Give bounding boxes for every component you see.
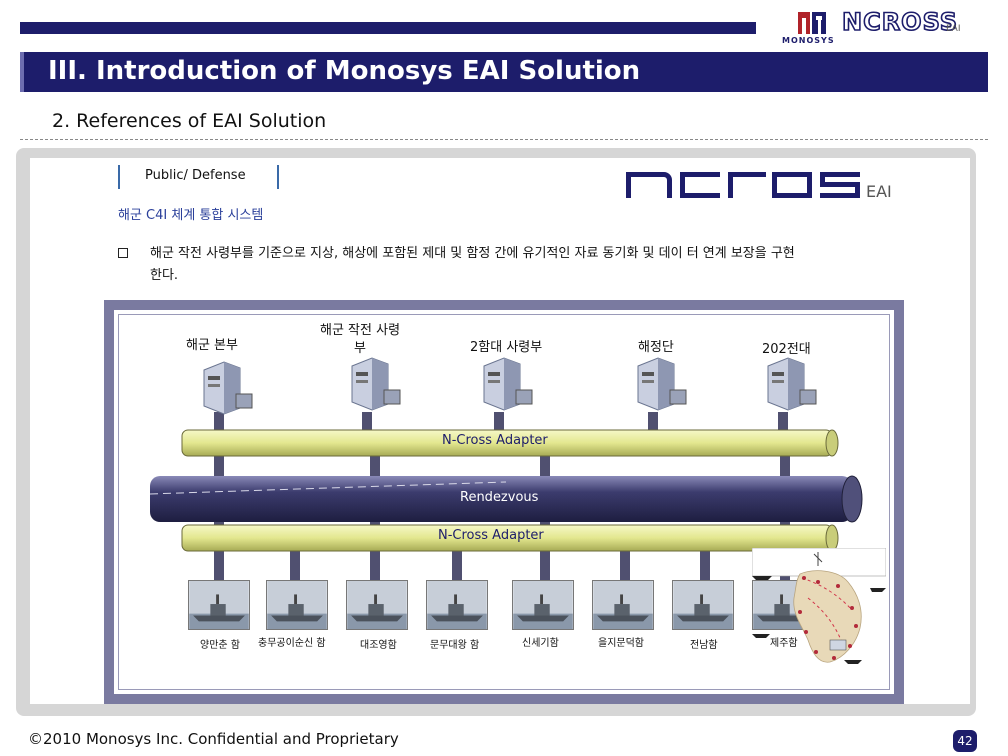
server-icon: [351, 357, 401, 411]
copyright-footer: ©2010 Monosys Inc. Confidential and Prop…: [28, 730, 399, 748]
connector-pillar: [648, 412, 658, 442]
top-adapter-label: N-Cross Adapter: [442, 433, 548, 448]
korea-map-illustration: [752, 548, 886, 664]
ship-label: 전남함: [690, 640, 718, 651]
system-heading: 해군 C4I 체계 통합 시스템: [118, 208, 264, 223]
server-icon: [637, 357, 687, 411]
ncross-eai-logo: NCROSS EAI: [842, 8, 961, 34]
category-bar-right: [277, 165, 279, 189]
warship-photo: [426, 580, 488, 630]
separator: [20, 139, 988, 140]
server-icon: [203, 361, 253, 415]
category-bar-left: [118, 165, 120, 189]
connector-pillar: [700, 540, 710, 582]
diagram-border: [118, 314, 890, 690]
page-title: III. Introduction of Monosys EAI Solutio…: [48, 56, 641, 86]
svg-text:EAI: EAI: [946, 24, 961, 34]
node-label: 해군 본부: [186, 338, 238, 353]
title-bar: III. Introduction of Monosys EAI Solutio…: [20, 52, 988, 92]
node-label: 해군 작전 사령 부: [320, 323, 401, 356]
ship-label: 문무대왕 함: [430, 640, 480, 651]
ship-label: 대조영함: [360, 640, 397, 651]
monosys-logo-text: MONOSYS: [782, 36, 835, 45]
connector-pillar: [494, 412, 504, 442]
section-subtitle: 2. References of EAI Solution: [52, 110, 327, 132]
top-adapter-bar: [181, 429, 839, 457]
monosys-logo-icon: [798, 12, 826, 34]
rendezvous-bus: [149, 475, 863, 523]
connector-pillar: [362, 412, 372, 442]
node-label: 202전대: [762, 342, 811, 357]
node-label: 해정단: [638, 340, 674, 355]
ship-label: 충무공이순신 함: [258, 638, 326, 649]
header-accent-bar: [20, 22, 756, 34]
svg-text:EAI: EAI: [866, 182, 892, 201]
node-label: 2함대 사령부: [470, 340, 543, 355]
warship-photo: [512, 580, 574, 630]
connector-pillar: [290, 540, 300, 582]
connector-pillar: [778, 412, 788, 442]
bottom-adapter-label: N-Cross Adapter: [438, 528, 544, 543]
ship-label: 을지문덕함: [598, 638, 644, 649]
warship-photo: [672, 580, 734, 630]
connector-pillar: [452, 540, 462, 582]
connector-pillar: [620, 540, 630, 582]
category-label: Public/ Defense: [145, 168, 246, 183]
warship-photo: [188, 580, 250, 630]
server-icon: [483, 357, 533, 411]
warship-photo: [266, 580, 328, 630]
ship-label: 제주함: [770, 638, 798, 649]
server-icon: [767, 357, 817, 411]
page-number: 42: [953, 730, 977, 752]
warship-photo: [592, 580, 654, 630]
ship-label: 양만춘 함: [200, 640, 240, 651]
ncross-eai-large-logo: EAI: [626, 172, 892, 201]
svg-text:NCROSS: NCROSS: [842, 8, 958, 34]
bullet-checkbox-icon: [118, 248, 128, 258]
rendezvous-label: Rendezvous: [460, 490, 539, 505]
connector-pillar: [214, 412, 224, 442]
warship-photo: [346, 580, 408, 630]
system-description: 해군 작전 사령부를 기준으로 지상, 해상에 포함된 제대 및 함정 간에 유…: [150, 246, 795, 283]
ship-label: 신세기함: [522, 638, 559, 649]
